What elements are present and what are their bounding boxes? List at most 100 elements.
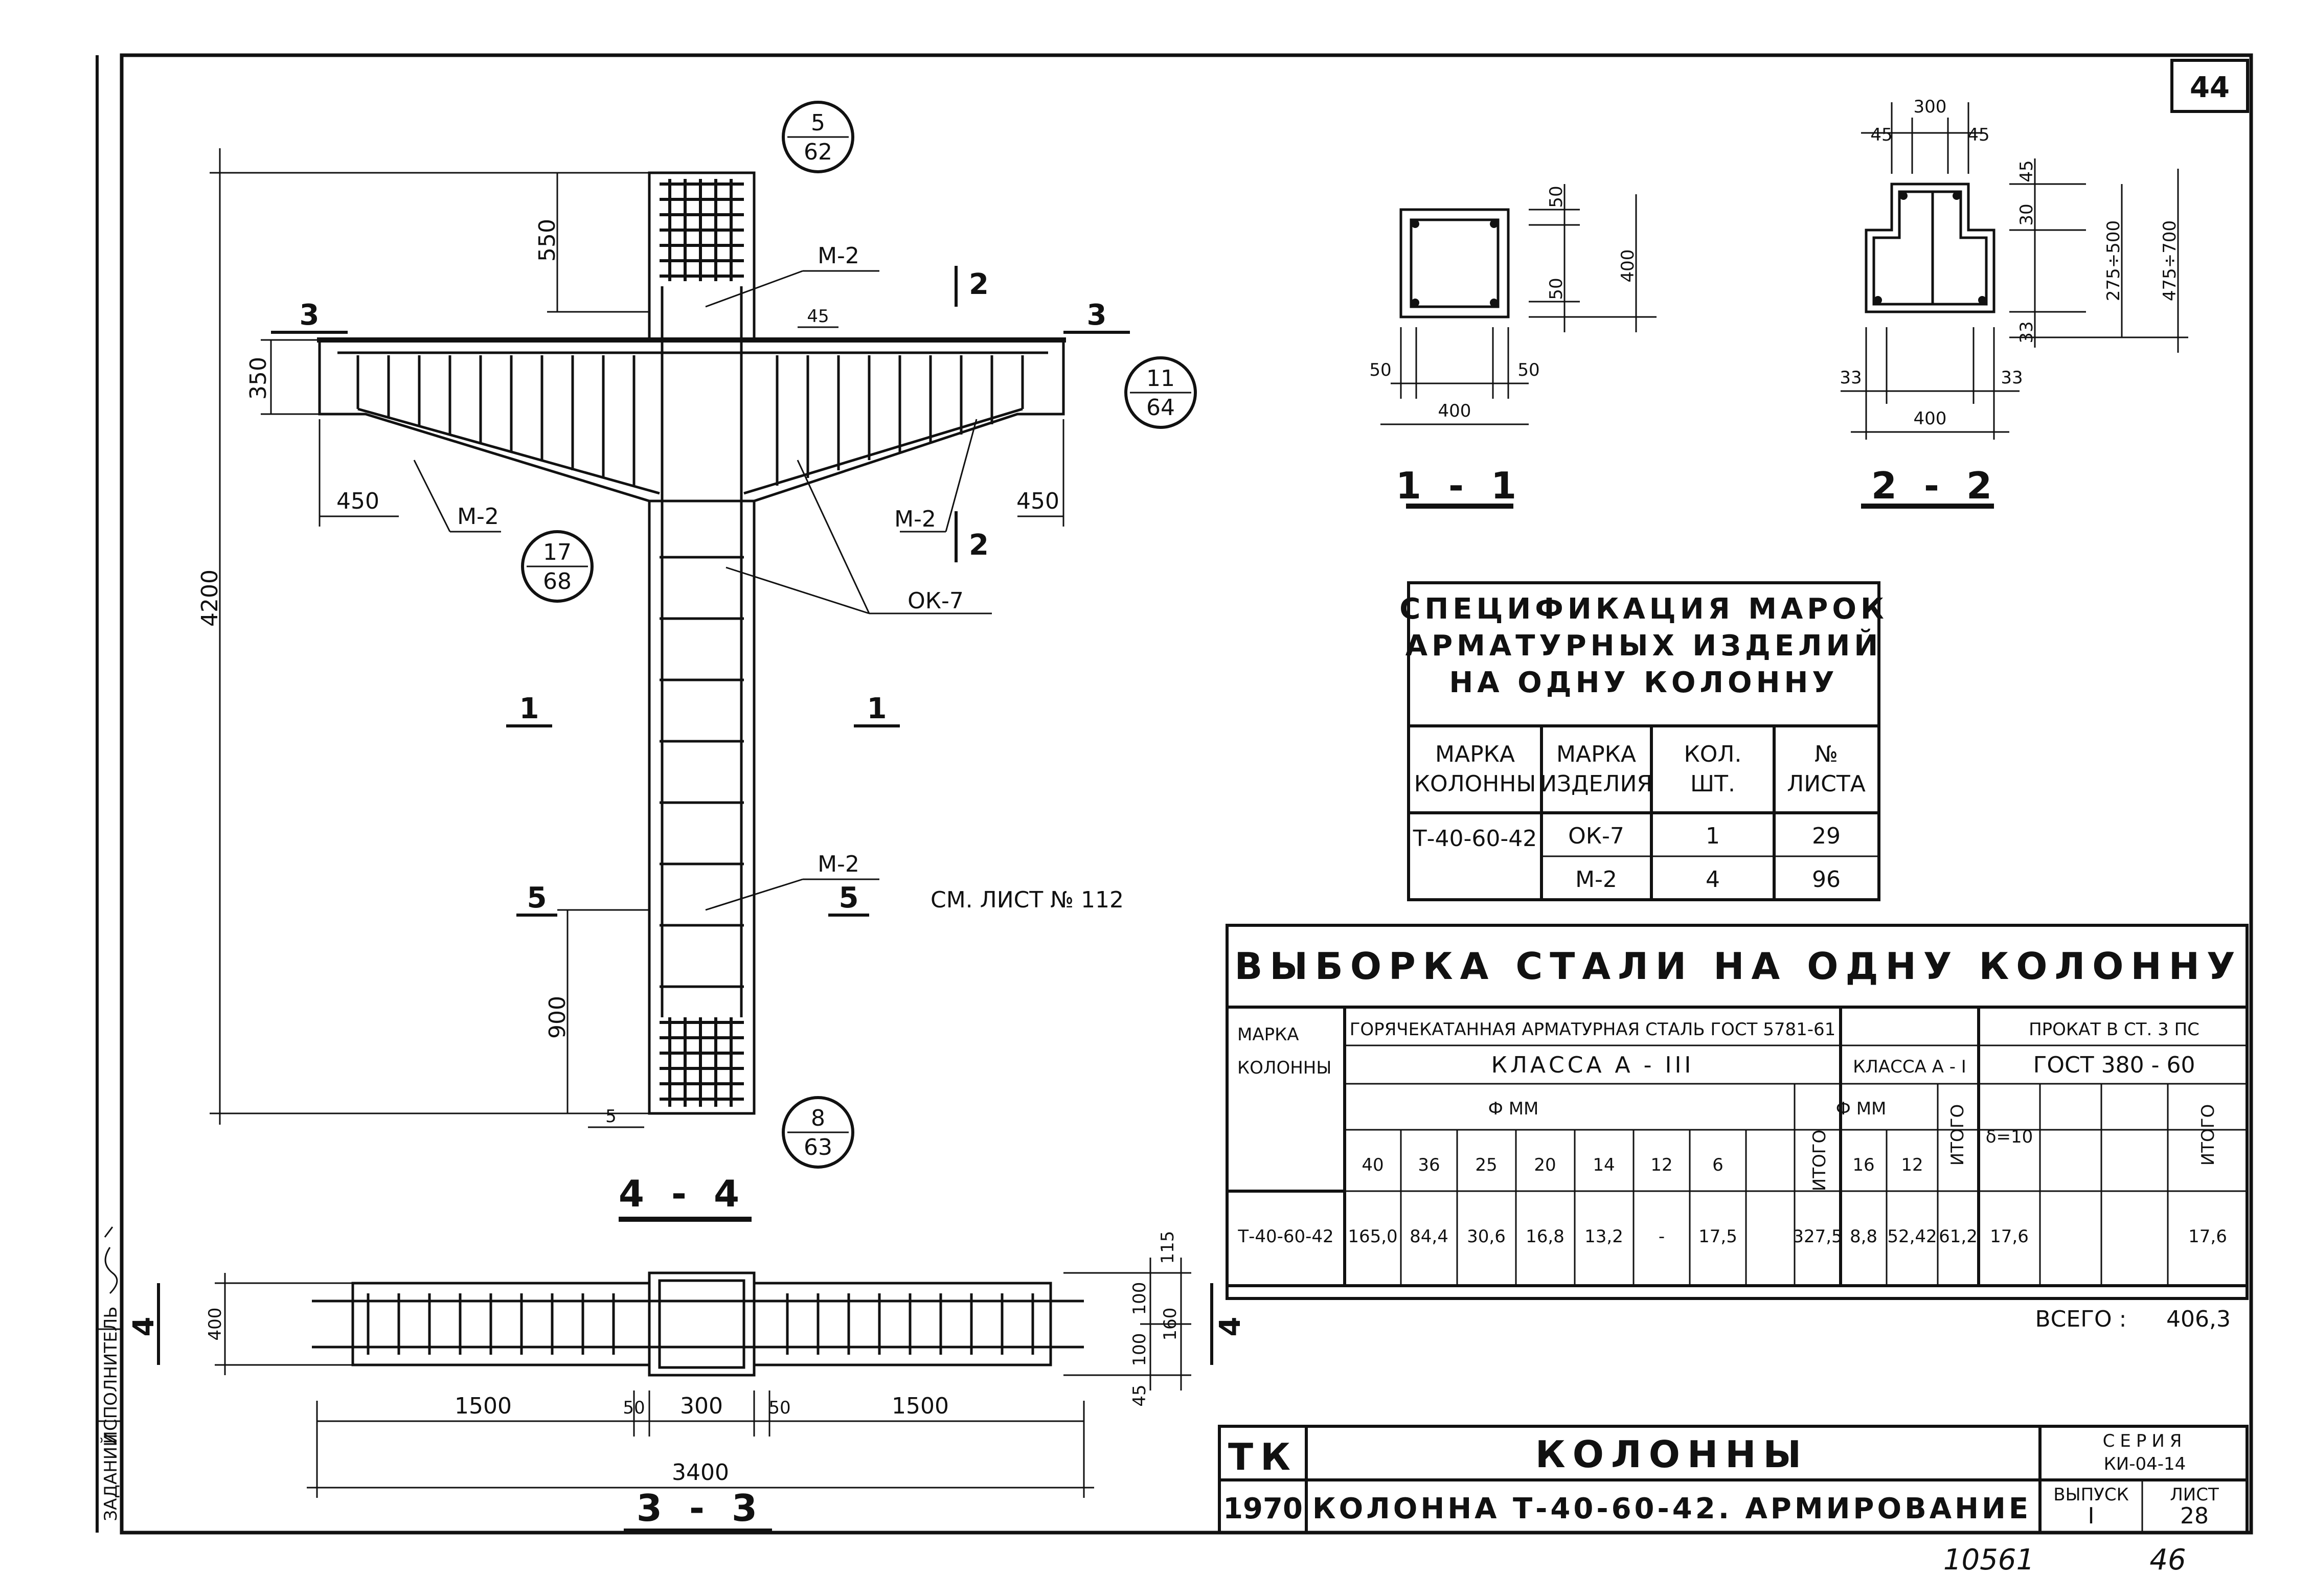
section-1-1: 50 50 400 50 50 400 1 - 1: [1369, 184, 1657, 509]
see-sheet-note: СМ. ЛИСТ № 112: [931, 887, 1124, 913]
svg-text:17,6: 17,6: [1990, 1226, 2029, 1247]
dim-bottom: 900: [545, 996, 571, 1039]
svg-text:11: 11: [1146, 366, 1175, 392]
svg-text:ГОСТ 380 - 60: ГОСТ 380 - 60: [2033, 1052, 2195, 1078]
svg-text:КЛАССА А - I: КЛАССА А - I: [1853, 1057, 1966, 1077]
svg-text:КОЛОННЫ: КОЛОННЫ: [1414, 771, 1536, 797]
svg-text:475÷700: 475÷700: [2160, 220, 2180, 301]
svg-text:50: 50: [1369, 360, 1391, 380]
org-code: ТК: [1228, 1435, 1298, 1478]
page-number: 46: [2149, 1543, 2186, 1577]
dim-total-height: 4200: [197, 569, 223, 627]
svg-text:62: 62: [804, 139, 832, 165]
cut-3-right: 3: [1087, 299, 1107, 332]
caption-4-4: 4 - 4: [619, 1172, 746, 1215]
svg-text:12: 12: [1650, 1155, 1672, 1175]
svg-text:12: 12: [1901, 1155, 1923, 1175]
svg-text:33: 33: [1840, 368, 1862, 388]
svg-text:84,4: 84,4: [1410, 1226, 1448, 1247]
svg-text:63: 63: [804, 1134, 832, 1160]
svg-text:20: 20: [1534, 1155, 1556, 1175]
steel-table: ВЫБОРКА СТАЛИ НА ОДНУ КОЛОННУ МАРКА КОЛО…: [1226, 924, 2249, 1332]
svg-text:4: 4: [1706, 867, 1720, 893]
leaders-4-4: [413, 270, 992, 911]
svg-text:40: 40: [1362, 1155, 1384, 1175]
svg-text:ВСЕГО :: ВСЕГО :: [2035, 1306, 2127, 1332]
svg-text:17,6: 17,6: [2188, 1226, 2227, 1247]
svg-text:5: 5: [811, 110, 825, 136]
svg-text:275÷500: 275÷500: [2103, 220, 2124, 301]
svg-text:ЛИСТА: ЛИСТА: [1787, 771, 1866, 797]
section-cut-marks: [271, 266, 1130, 917]
dim-left-450: 450: [336, 488, 379, 514]
dim-right-450: 450: [1016, 488, 1059, 514]
svg-text:-: -: [1659, 1226, 1665, 1247]
svg-text:4: 4: [127, 1317, 161, 1337]
section-3-3: 400 1500 50 300 50 1500 3400 115 100 100…: [127, 1231, 1247, 1534]
mark-m2-top: М-2: [818, 243, 859, 269]
svg-text:50: 50: [1546, 278, 1567, 300]
svg-text:17: 17: [543, 539, 572, 565]
dim-cant: 350: [245, 357, 271, 400]
svg-text:КОЛ.: КОЛ.: [1684, 741, 1742, 767]
year: 1970: [1223, 1492, 1303, 1525]
svg-text:68: 68: [543, 568, 572, 595]
steel-row-mark: Т-40-60-42: [1237, 1226, 1333, 1247]
svg-text:45: 45: [1129, 1384, 1150, 1406]
svg-text:100: 100: [1129, 1333, 1150, 1366]
mark-m2-right: М-2: [894, 506, 936, 532]
svg-text:8: 8: [811, 1105, 825, 1131]
svg-text:МАРКА: МАРКА: [1237, 1024, 1299, 1045]
elevation-4-4: 4200 550 350 900 5 450 450 45 М-2 М-2 М-…: [197, 101, 1197, 1222]
bottom-anchor-mesh: [660, 1017, 744, 1107]
svg-text:165,0: 165,0: [1348, 1226, 1397, 1247]
cut-2-bottom: 2: [969, 529, 989, 562]
margin-role-label: ИСПОЛНИТЕЛЬ: [101, 1306, 121, 1444]
svg-text:50: 50: [1546, 186, 1567, 208]
column-stirrups: [660, 556, 744, 988]
svg-text:16,8: 16,8: [1526, 1226, 1564, 1247]
margin-zadaniy-label: ЗАДАНИЙ: [100, 1433, 121, 1521]
dim-lines-4-4: [210, 148, 1064, 1128]
svg-text:ВЫПУСК: ВЫПУСК: [2053, 1485, 2129, 1505]
svg-text:Ф ММ: Ф ММ: [1488, 1099, 1539, 1119]
svg-text:400: 400: [205, 1308, 225, 1341]
dim-edge-5: 5: [605, 1106, 617, 1127]
svg-text:29: 29: [1812, 823, 1841, 849]
svg-text:45: 45: [1870, 125, 1892, 145]
caption-2-2: 2 - 2: [1871, 464, 1999, 507]
svg-text:ИТОГО: ИТОГО: [1947, 1104, 1968, 1166]
svg-text:64: 64: [1146, 395, 1175, 421]
svg-text:17,5: 17,5: [1698, 1226, 1737, 1247]
svg-text:Ф ММ: Ф ММ: [1836, 1099, 1887, 1119]
svg-text:ШТ.: ШТ.: [1690, 771, 1735, 797]
svg-text:25: 25: [1475, 1155, 1497, 1175]
top-anchor-mesh: [660, 179, 744, 281]
svg-text:33: 33: [2016, 321, 2037, 343]
svg-text:30: 30: [2016, 203, 2037, 225]
caption-1-1: 1 - 1: [1396, 464, 1524, 507]
sheet-number: 28: [2180, 1503, 2209, 1529]
svg-text:СЕРИЯ: СЕРИЯ: [2103, 1431, 2187, 1451]
series-code: КИ-04-14: [2104, 1454, 2186, 1474]
cut-5-left: 5: [527, 881, 547, 915]
svg-text:16: 16: [1852, 1155, 1874, 1175]
svg-text:96: 96: [1812, 867, 1841, 893]
svg-text:АРМАТУРНЫХ ИЗДЕЛИЙ: АРМАТУРНЫХ ИЗДЕЛИЙ: [1405, 629, 1882, 663]
steel-table-title: ВЫБОРКА СТАЛИ НА ОДНУ КОЛОННУ: [1234, 945, 2242, 988]
svg-text:45: 45: [1967, 125, 1989, 145]
svg-text:МАРКА: МАРКА: [1435, 741, 1515, 767]
svg-text:СПЕЦИФИКАЦИЯ МАРОК: СПЕЦИФИКАЦИЯ МАРОК: [1399, 592, 1888, 626]
svg-text:1: 1: [1706, 823, 1720, 849]
svg-text:400: 400: [1618, 249, 1638, 283]
callout-11-64: 11 64: [1124, 356, 1197, 429]
svg-text:50: 50: [768, 1398, 790, 1418]
svg-text:КЛАССА А - III: КЛАССА А - III: [1491, 1052, 1694, 1078]
svg-text:45: 45: [2016, 160, 2037, 182]
svg-text:327,5: 327,5: [1793, 1226, 1842, 1247]
svg-text:3400: 3400: [672, 1460, 729, 1486]
svg-text:13,2: 13,2: [1584, 1226, 1623, 1247]
svg-text:М-2: М-2: [1575, 867, 1617, 893]
mark-ok7: ОК-7: [908, 588, 964, 614]
